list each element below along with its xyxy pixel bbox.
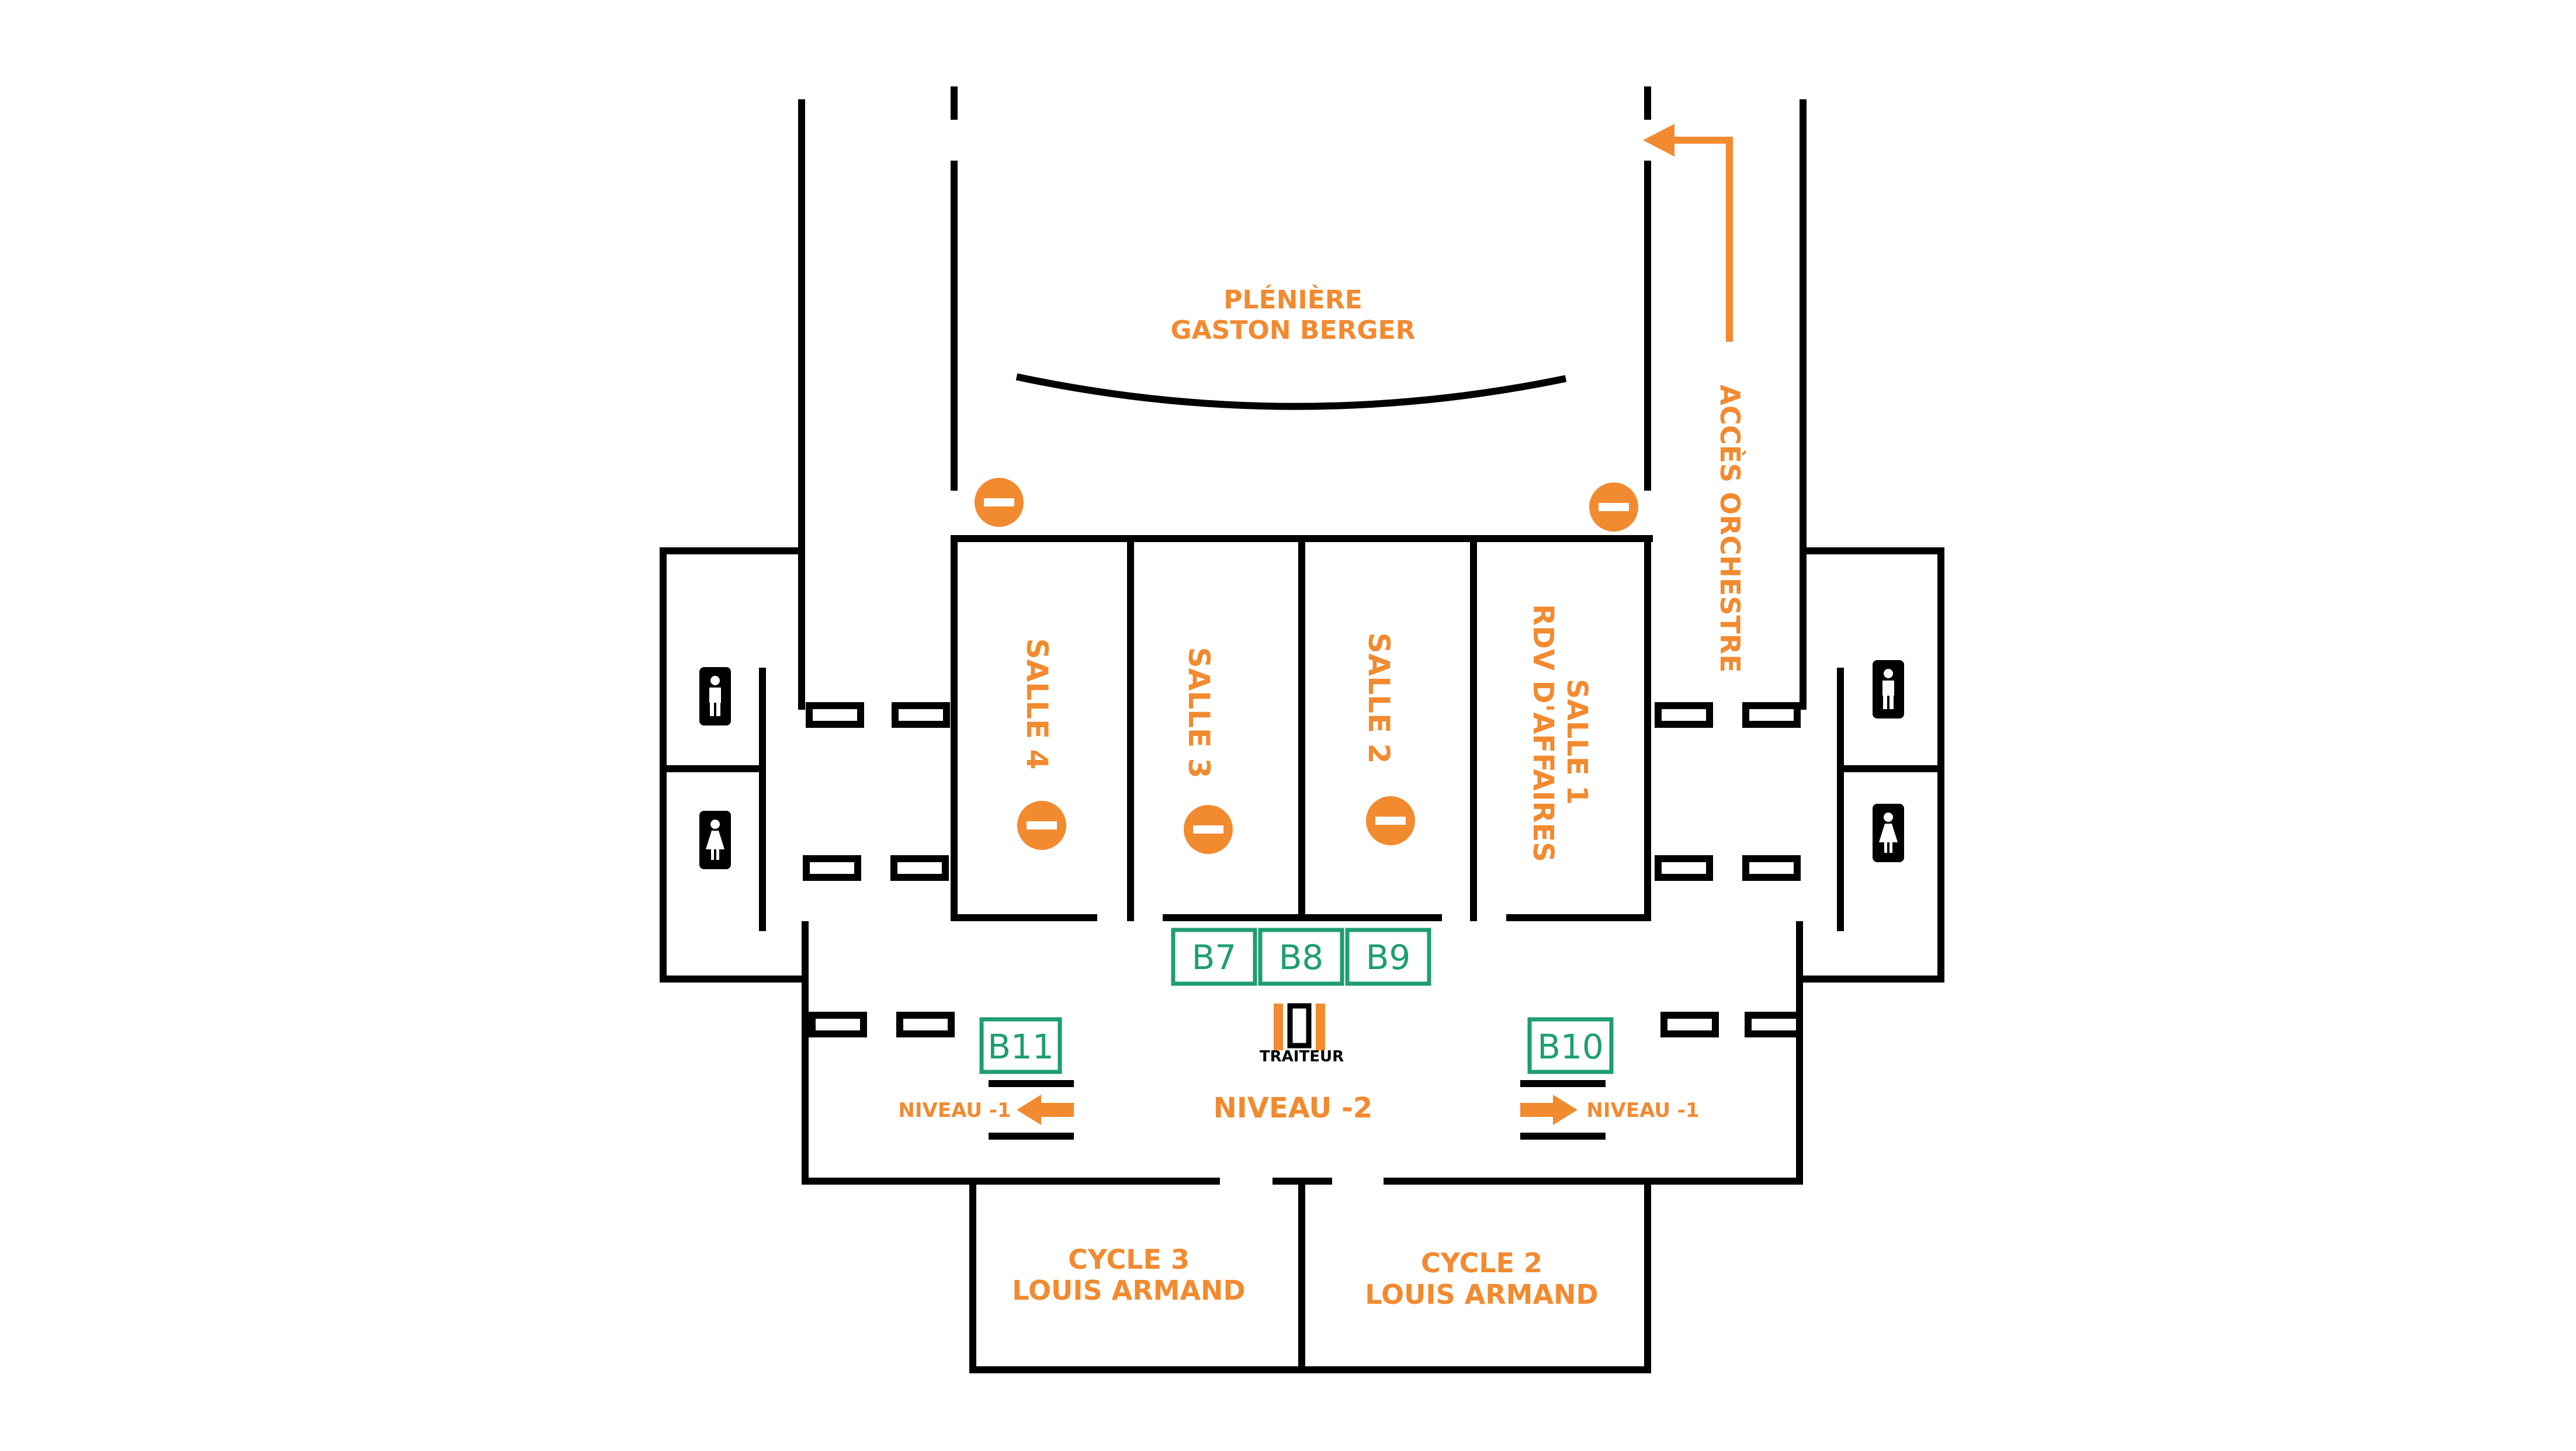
no-entry-icon xyxy=(975,478,1024,527)
salle-2-label: SALLE 2 xyxy=(1362,633,1396,764)
salle-4-label: SALLE 4 xyxy=(1020,638,1054,770)
acces-orchestre-label: ACCÈS ORCHESTRE xyxy=(1714,384,1746,672)
toilet-man-icon xyxy=(1873,660,1904,718)
cycle-2-title: CYCLE 2 xyxy=(1421,1247,1542,1279)
booth-b11[interactable]: B11 xyxy=(979,1017,1062,1074)
niveau-2-label: NIVEAU -2 xyxy=(1214,1092,1373,1124)
booth-b8-label: B8 xyxy=(1279,938,1324,977)
booth-b10-label: B10 xyxy=(1537,1027,1604,1067)
toilet-woman-icon xyxy=(699,811,731,869)
no-entry-icon xyxy=(1366,796,1415,845)
salle-3-label: SALLE 3 xyxy=(1182,647,1216,779)
booth-b7[interactable]: B7 xyxy=(1171,928,1257,986)
salle-1-subtitle: RDV D'AFFAIRES xyxy=(1527,604,1559,862)
booth-b7-label: B7 xyxy=(1192,938,1237,977)
salle-1-label: SALLE 1 xyxy=(1561,679,1593,805)
traiteur-icon xyxy=(1274,1003,1325,1050)
booth-b9-label: B9 xyxy=(1366,938,1411,977)
booth-b10[interactable]: B10 xyxy=(1527,1017,1614,1074)
pleniere-title: PLÉNIÈRE xyxy=(1223,284,1362,315)
doors xyxy=(803,702,1803,1037)
booth-b11-label: B11 xyxy=(987,1027,1054,1067)
niveau-left-arrow-icon xyxy=(1017,1095,1074,1125)
toilet-man-icon xyxy=(699,667,731,726)
pleniere-subtitle: GASTON BERGER xyxy=(1171,315,1416,345)
traiteur-label: TRAITEUR xyxy=(1260,1048,1344,1065)
toilet-woman-icon xyxy=(1873,804,1904,862)
cycle-2-subtitle: LOUIS ARMAND xyxy=(1365,1279,1598,1310)
walls xyxy=(660,86,1944,1373)
cycle-3-title: CYCLE 3 xyxy=(1068,1244,1190,1275)
niveau-1-left-label: NIVEAU -1 xyxy=(898,1099,1011,1122)
booth-b8[interactable]: B8 xyxy=(1258,928,1344,986)
booth-b9[interactable]: B9 xyxy=(1345,928,1431,986)
acces-orchestre-arrow-icon xyxy=(1643,124,1733,342)
no-entry-icon xyxy=(1017,801,1066,850)
niveau-1-right-label: NIVEAU -1 xyxy=(1586,1099,1699,1122)
cycle-3-subtitle: LOUIS ARMAND xyxy=(1012,1275,1245,1306)
niveau-right-arrow-icon xyxy=(1520,1095,1578,1125)
no-entry-icon xyxy=(1589,482,1638,532)
no-entry-icon xyxy=(1184,805,1233,854)
